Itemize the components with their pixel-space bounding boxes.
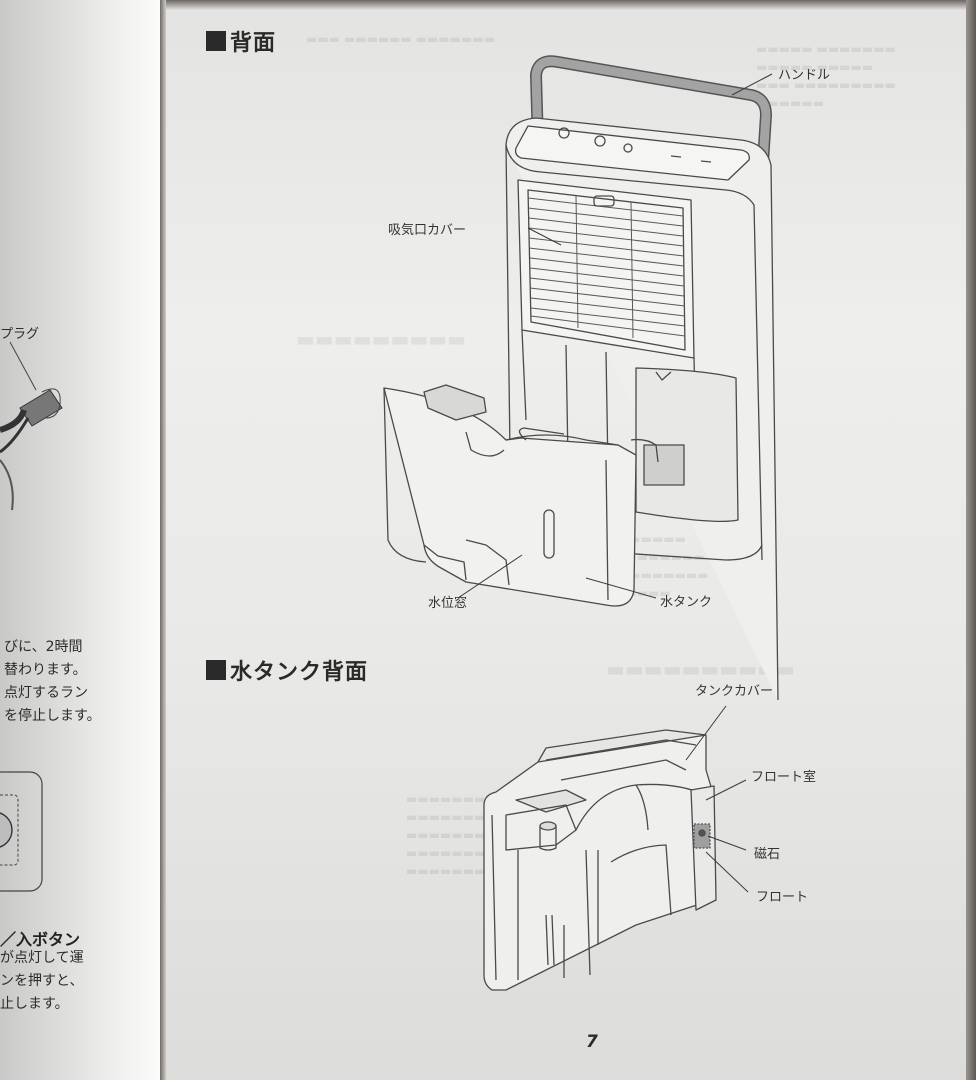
left-page: プラグ びに、2時間 替わります。 点灯するラン を停止します。 ／入ボタン が… bbox=[0, 0, 160, 1080]
water-tank-rear-illustration bbox=[483, 705, 749, 991]
page-right-edge bbox=[966, 0, 976, 1080]
label-water-tank: 水タンク bbox=[660, 595, 713, 610]
left-paragraph-line: 点灯するラン bbox=[4, 685, 88, 701]
button-panel-illustration bbox=[0, 771, 43, 892]
right-page: ▬▬▬ ▬▬▬▬▬▬ ▬▬▬▬▬▬▬ ▬▬▬▬▬ ▬▬▬▬▬▬▬ ▬▬▬▬▬ ▬… bbox=[166, 0, 966, 1080]
label-intake-cover: 吸気口カバー bbox=[388, 223, 467, 238]
section-title-water-tank-rear: 水タンク背面 bbox=[206, 654, 368, 686]
bleed-through-text: ▬▬▬▬▬ ▬▬▬▬▬▬▬ ▬▬▬▬▬ ▬▬▬▬▬ ▬▬▬ ▬▬▬▬▬▬▬▬▬ … bbox=[756, 42, 896, 110]
power-button-heading: ／入ボタン bbox=[0, 930, 81, 949]
left-paragraph-line: を停止します。 bbox=[4, 708, 101, 724]
left-button-line: ンを押すと、 bbox=[0, 973, 84, 989]
book-spine bbox=[160, 0, 166, 1080]
bleed-through-heading: ▬▬▬▬▬▬▬▬▬▬ bbox=[606, 657, 795, 681]
label-float: フロート bbox=[756, 890, 809, 905]
bleed-through-heading: ▬▬▬▬▬▬▬▬▬ bbox=[296, 327, 467, 351]
black-square-bullet-icon bbox=[206, 31, 226, 51]
left-button-line: が点灯して運 bbox=[0, 950, 84, 966]
left-paragraph-line: 替わります。 bbox=[4, 662, 87, 678]
plug-illustration bbox=[0, 341, 63, 511]
section-title-text: 背面 bbox=[230, 31, 277, 56]
page-top-shadow bbox=[166, 0, 966, 10]
left-button-line: 止します。 bbox=[0, 996, 69, 1012]
page-number: 7 bbox=[586, 1032, 598, 1052]
label-tank-cover: タンクカバー bbox=[695, 684, 774, 699]
left-paragraph-line: びに、2時間 bbox=[4, 639, 83, 655]
bleed-through-text: ▬▬▬ ▬▬▬▬▬▬ ▬▬▬▬▬▬▬ bbox=[306, 32, 496, 46]
label-handle: ハンドル bbox=[778, 68, 831, 83]
plug-label: プラグ bbox=[0, 327, 40, 342]
dehumidifier-rear-illustration bbox=[383, 55, 779, 701]
black-square-bullet-icon bbox=[206, 660, 226, 680]
section-title-text: 水タンク背面 bbox=[230, 660, 369, 685]
label-magnet: 磁石 bbox=[754, 847, 781, 862]
label-float-chamber: フロート室 bbox=[751, 770, 817, 785]
section-title-rear: 背面 bbox=[206, 25, 276, 57]
label-water-level-window: 水位窓 bbox=[428, 596, 468, 611]
